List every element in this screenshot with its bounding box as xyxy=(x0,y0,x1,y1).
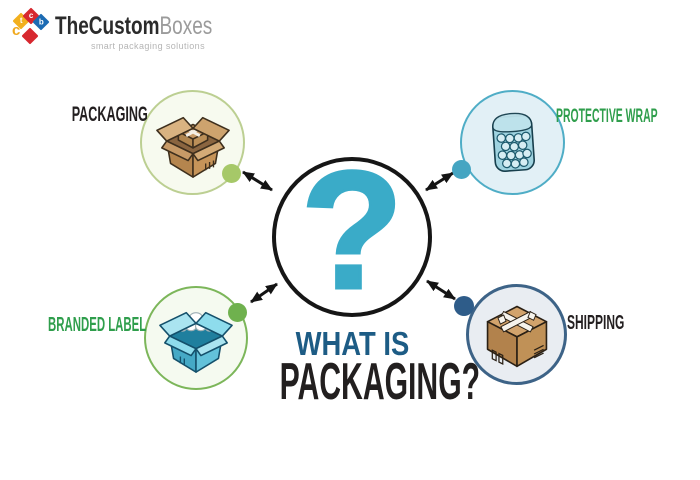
logo-mark-icon: c t c b xyxy=(12,6,50,50)
question-mark: ? xyxy=(299,136,405,324)
logo: c t c b TheCustomBoxes smart packaging s… xyxy=(12,6,262,51)
heading-what-is: WHAT IS xyxy=(295,325,409,362)
logo-diamond-letter: c xyxy=(28,10,34,20)
node-shipping xyxy=(466,284,567,385)
node-shipping-dot xyxy=(454,296,474,316)
label-protective-wrap: PROTECTIVE WRAP xyxy=(556,106,658,127)
brand-tagline: smart packaging solutions xyxy=(90,41,205,51)
closed-shipping-box-icon xyxy=(486,305,547,367)
brand-name-secondary: Boxes xyxy=(159,12,213,40)
logo-mark-c: c xyxy=(12,22,21,39)
node-protective-wrap xyxy=(460,90,565,195)
center-question-circle: ? xyxy=(272,145,432,317)
node-packaging-dot xyxy=(222,164,241,183)
bubble-wrap-roll-icon xyxy=(491,112,535,172)
brand-name: TheCustomBoxes xyxy=(55,14,262,39)
logo-diamond-letter: b xyxy=(38,16,44,26)
logo-diamond-red2-icon xyxy=(21,27,39,45)
label-packaging: PACKAGING xyxy=(71,103,148,126)
node-packaging xyxy=(140,90,245,195)
node-branded-label xyxy=(144,286,248,390)
heading-packaging: PACKAGING? xyxy=(279,353,481,411)
label-branded-label: BRANDED LABEL xyxy=(47,314,146,336)
node-branded-label-dot xyxy=(228,303,247,322)
logo-diamond-letter: t xyxy=(19,15,23,25)
label-shipping: SHIPPING xyxy=(567,312,625,334)
logo-text: TheCustomBoxes smart packaging solutions xyxy=(55,14,262,52)
brand-name-primary: TheCustom xyxy=(55,12,160,40)
arrow-bottom-right xyxy=(426,279,456,301)
open-box-packing-peanuts-icon xyxy=(159,311,233,373)
node-protective-wrap-dot xyxy=(452,160,471,179)
arrow-top-left xyxy=(242,170,273,192)
open-cardboard-box-icon xyxy=(155,116,230,178)
arrow-bottom-left xyxy=(250,282,278,304)
arrow-top-right xyxy=(425,171,454,192)
